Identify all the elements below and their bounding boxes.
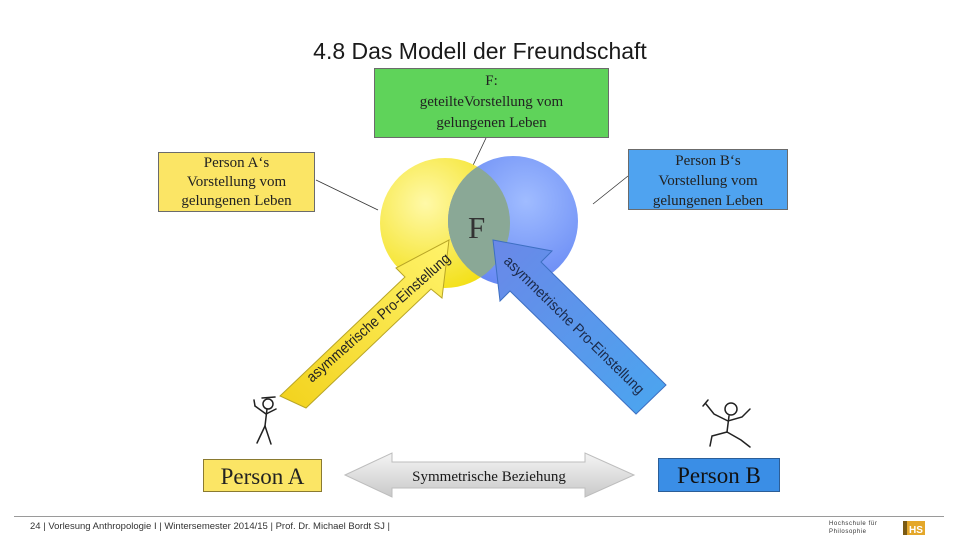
logo-icon: [903, 521, 925, 535]
connector-line-b: [592, 175, 629, 205]
person-b-vision-line1: Person B‘s: [675, 153, 741, 169]
person-a-vision-box: Person A‘s Vorstellung vom gelungenen Le…: [158, 152, 315, 212]
arrow-person-b: [492, 239, 667, 415]
logo-text: HS: [909, 525, 923, 536]
footer-divider: [14, 516, 944, 517]
person-a-label: Person A: [203, 459, 322, 492]
stick-figure-b-icon: [702, 399, 751, 448]
symmetric-relation-arrow: [343, 452, 636, 498]
person-a-vision-line3: gelungenen Leben: [181, 193, 292, 209]
overlap-region: [448, 158, 510, 286]
person-a-vision-line2: Vorstellung vom: [186, 174, 287, 190]
institution-name: Hochschule für Philosophie: [829, 520, 877, 536]
person-b-label: Person B: [658, 458, 780, 492]
shared-vision-line1: F:: [485, 73, 498, 89]
arrow-a-label: asymmetrische Pro-Einstellung: [303, 250, 454, 386]
shared-vision-line2: geteilteVorstellung vom: [419, 94, 564, 110]
stick-figure-a-icon: [253, 396, 277, 445]
arrow-person-a: [279, 239, 450, 409]
institution-line2: Philosophie: [829, 529, 867, 535]
connector-line-a: [315, 179, 379, 211]
overlap-label: F: [468, 210, 485, 245]
footer-text: 24 | Vorlesung Anthropologie I | Winters…: [30, 521, 390, 532]
arrow-b-label: asymmetrische Pro-Einstellung: [500, 253, 647, 398]
person-b-vision-box: Person B‘s Vorstellung vom gelungenen Le…: [628, 149, 788, 210]
slide-title: 4.8 Das Modell der Freundschaft: [313, 38, 647, 64]
shared-vision-box: F: geteilteVorstellung vom gelungenen Le…: [374, 68, 609, 138]
person-b-vision-line2: Vorstellung vom: [658, 173, 758, 189]
person-a-vision-line1: Person A‘s: [203, 155, 270, 171]
shared-vision-line3: gelungenen Leben: [436, 115, 547, 131]
symmetric-label: Symmetrische Beziehung: [412, 469, 566, 485]
institution-line1: Hochschule für: [829, 521, 878, 527]
person-b-vision-line3: gelungenen Leben: [652, 193, 764, 209]
